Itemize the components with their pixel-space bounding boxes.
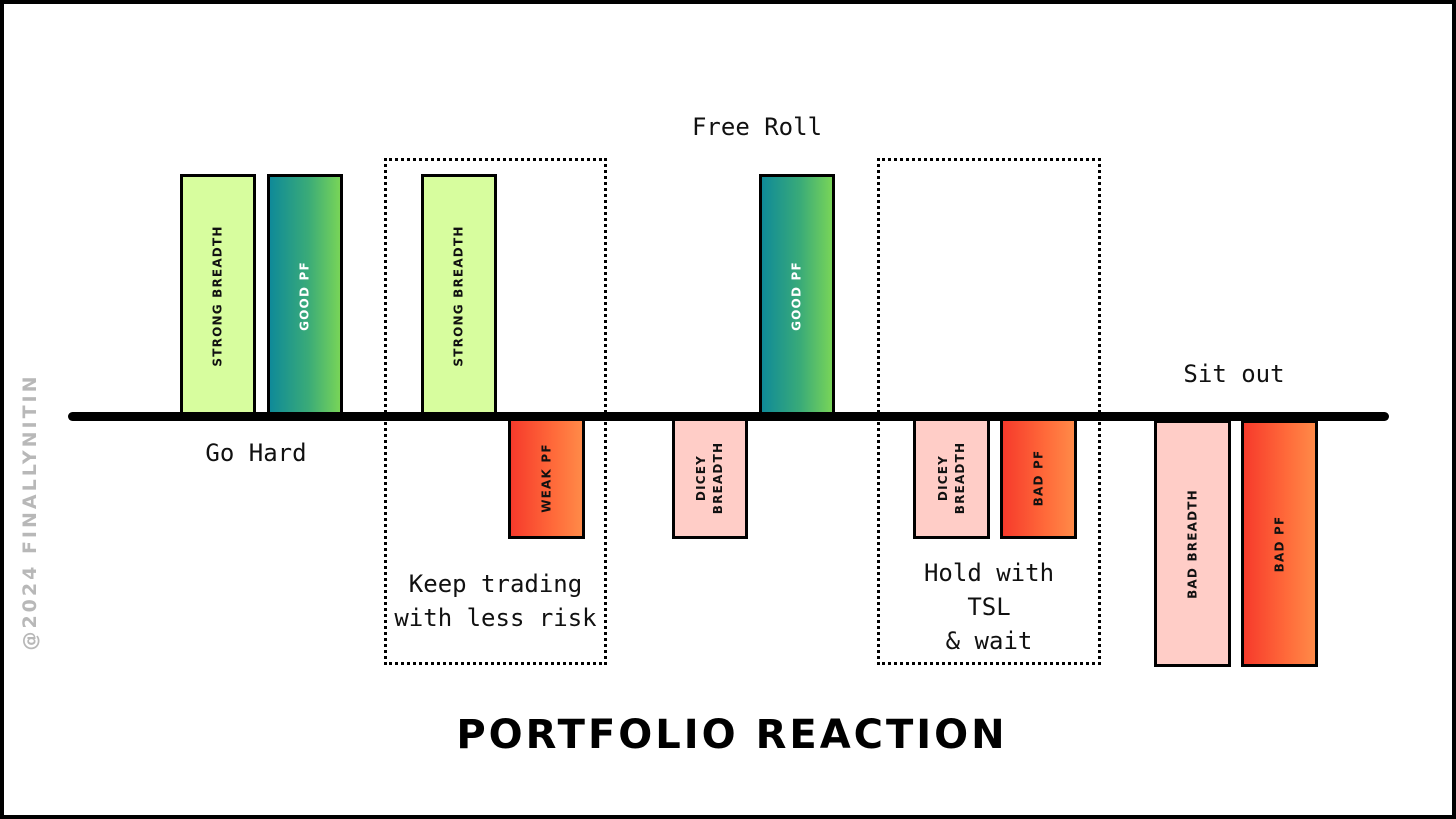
bar-label: GOOD PF <box>789 261 804 331</box>
bar-label: BAD PF <box>1272 515 1286 572</box>
bar-label: BAD PF <box>1031 449 1045 507</box>
annotation-sit-out: Sit out <box>1183 360 1285 388</box>
bar-strong-breadth-1: STRONG BREADTH <box>180 174 256 418</box>
bar-bad-breadth: BAD BREADTH <box>1154 420 1231 667</box>
bar-bad-pf-1: BAD PF <box>1000 417 1077 539</box>
annotation-keep-trading: Keep trading with less risk <box>394 570 597 632</box>
bar-label: DICEY BREADTH <box>935 441 967 515</box>
bar-label: WEAK PF <box>539 443 553 513</box>
bar-weak-pf: WEAK PF <box>508 417 585 539</box>
hold-with-tsl-group-box <box>877 158 1101 665</box>
keep-trading-group-box <box>384 158 607 665</box>
bar-label: GOOD PF <box>297 261 312 331</box>
bar-label: STRONG BREADTH <box>210 225 225 367</box>
bar-label: STRONG BREADTH <box>451 225 466 367</box>
annotation-go-hard: Go Hard <box>205 439 307 467</box>
bar-good-pf-1: GOOD PF <box>267 174 343 418</box>
bar-bad-pf-2: BAD PF <box>1241 420 1318 667</box>
copyright-watermark: @2024 FINALLYNITIN <box>19 373 41 651</box>
bar-label: BAD BREADTH <box>1185 488 1199 599</box>
bar-good-pf-2: GOOD PF <box>759 174 835 418</box>
bar-dicey-breadth-1: DICEY BREADTH <box>672 417 748 539</box>
bar-strong-breadth-2: STRONG BREADTH <box>421 174 497 418</box>
bar-dicey-breadth-2: DICEY BREADTH <box>913 417 990 539</box>
page-title: PORTFOLIO REACTION <box>456 712 1008 758</box>
annotation-free-roll: Free Roll <box>691 113 823 141</box>
bar-label: DICEY BREADTH <box>694 441 725 515</box>
annotation-hold-with-tsl: Hold with TSL & wait <box>923 559 1055 655</box>
baseline <box>68 412 1389 421</box>
